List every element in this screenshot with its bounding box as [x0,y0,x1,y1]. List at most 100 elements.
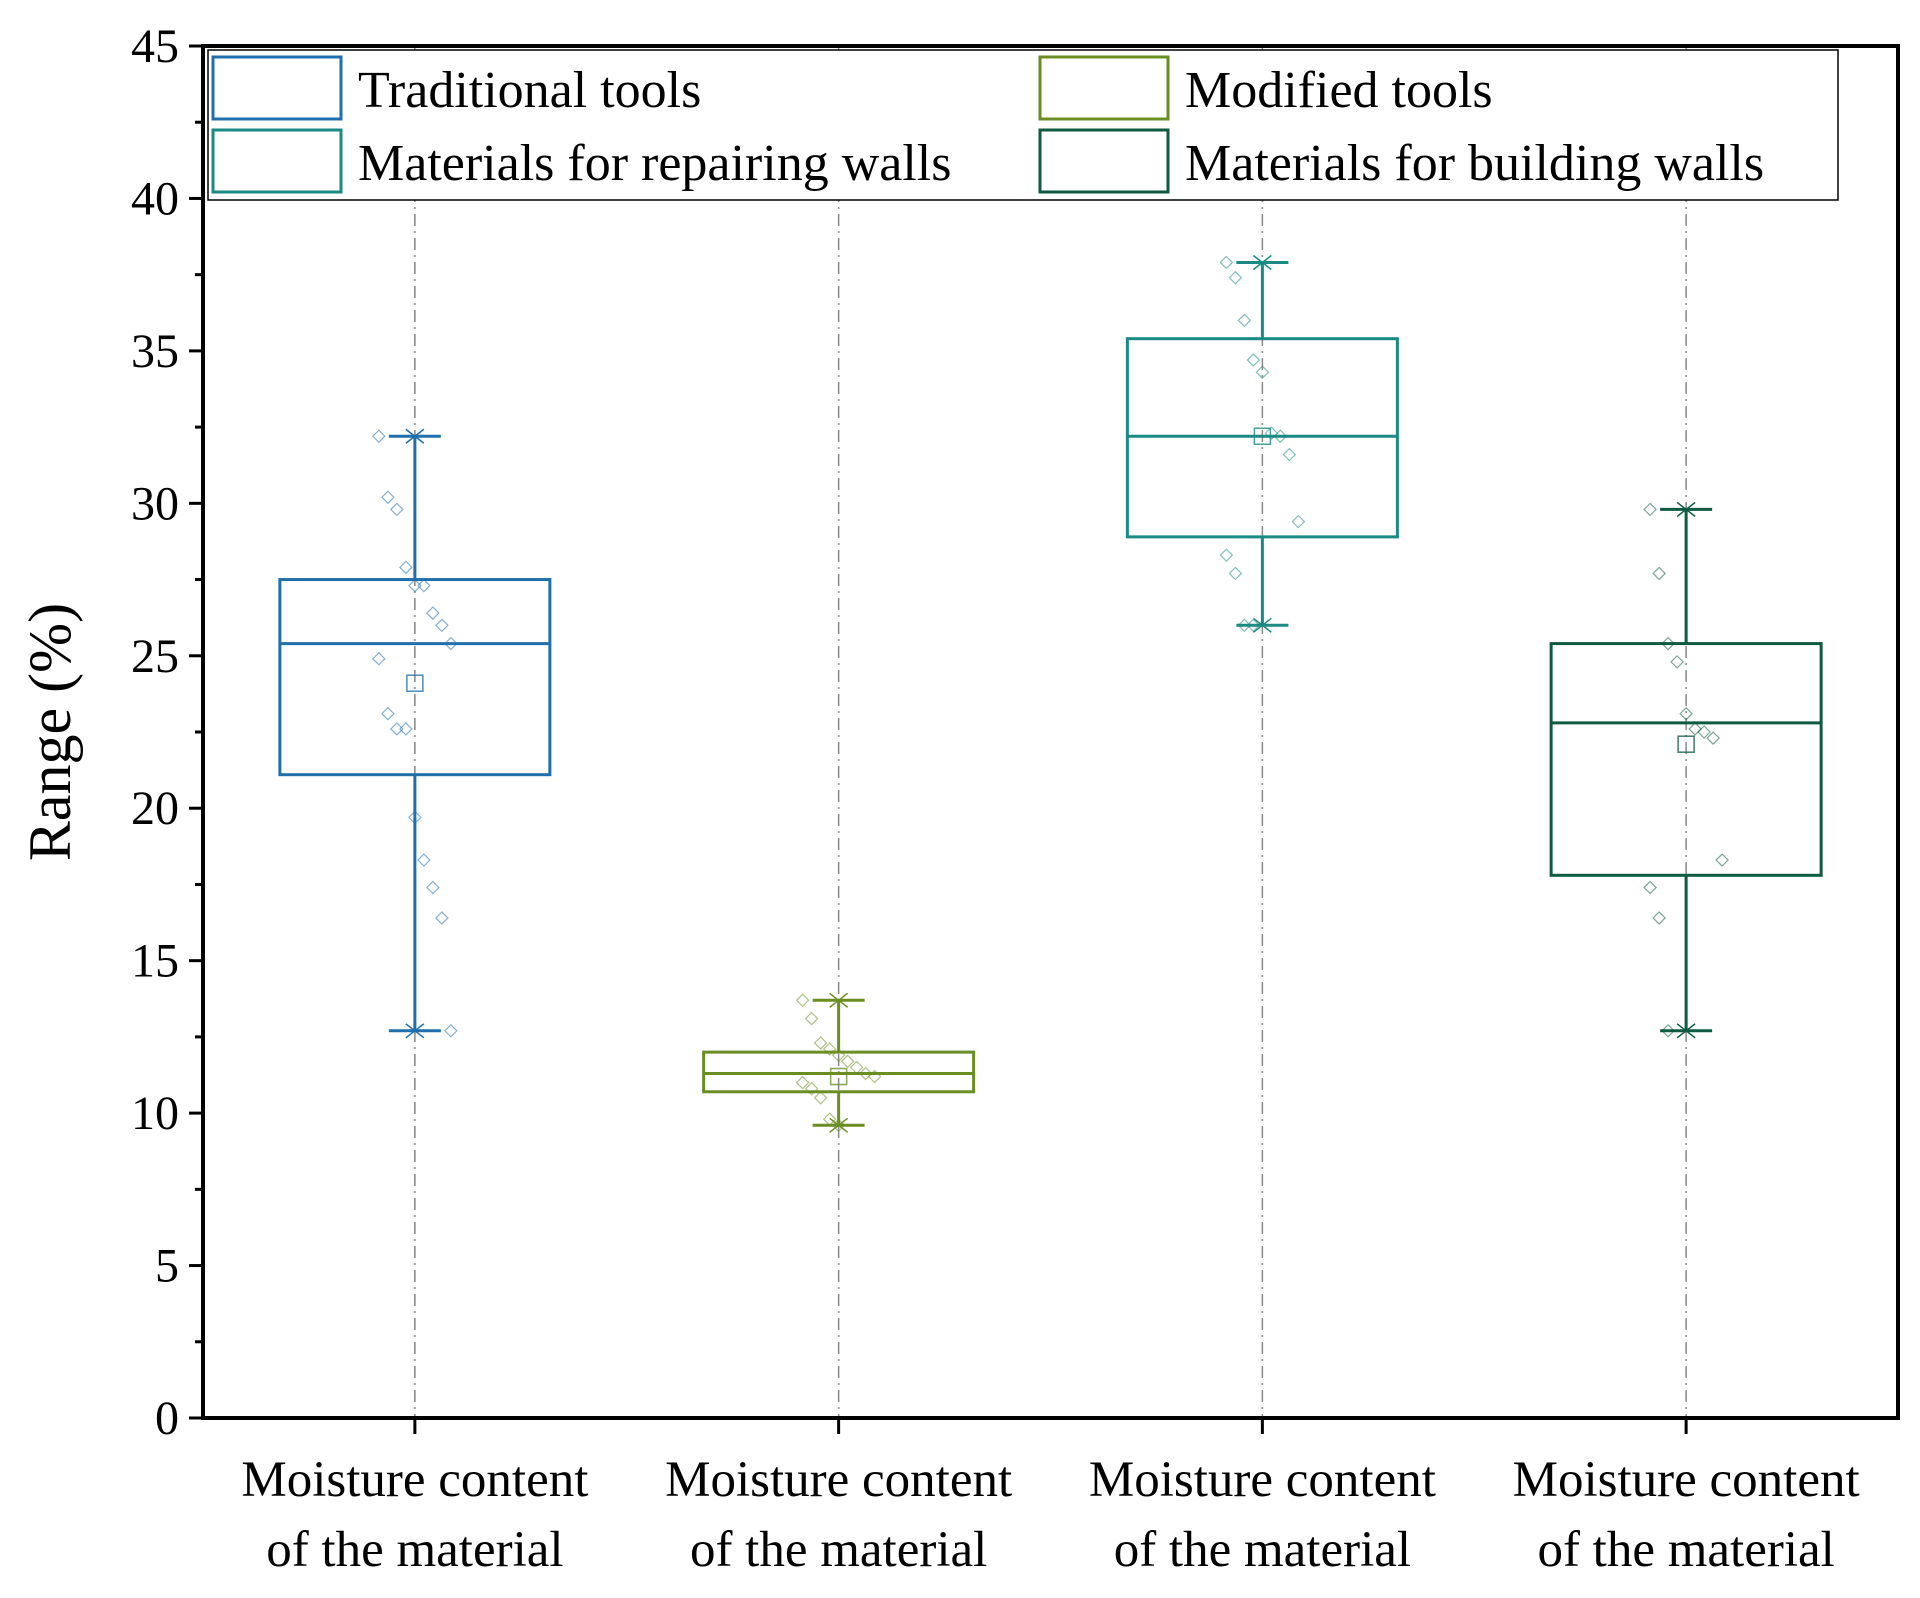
data-point [858,1066,873,1081]
extreme-marker [829,992,849,1008]
data-point [849,1060,864,1075]
box-series [278,428,552,1039]
mean-marker [1253,427,1272,446]
data-point [1237,313,1252,328]
data-point [372,651,386,666]
data-point [1688,722,1702,736]
legend: Traditional tools Modified toolsMaterials… [207,49,1839,201]
y-tick-label: 35 [131,325,179,378]
data-point [444,1023,458,1038]
data-point [1715,853,1729,867]
data-point [831,1118,846,1133]
data-point [867,1069,882,1084]
y-tick-label: 45 [131,20,179,73]
data-point [408,578,422,593]
data-point [804,1011,819,1026]
legend-label: Modified tools [1185,62,1493,119]
data-point [1228,566,1243,581]
y-tick-label: 30 [131,477,179,530]
data-point [381,706,395,721]
data-point [1264,426,1279,441]
data-point [1282,447,1297,462]
y-axis-label: Range (%) [17,603,83,861]
data-point [1652,911,1666,925]
extreme-marker [1676,501,1696,518]
box-series [1549,501,1823,1039]
data-point [426,606,440,620]
data-point [1652,566,1666,581]
data-point [390,502,404,517]
legend-swatch [1038,128,1170,194]
data-point [399,560,413,575]
legend-label: Materials for repairing walls [358,135,951,192]
legend-swatch [211,128,343,194]
category-gridlines [414,46,1687,1418]
data-point [822,1112,837,1127]
data-point [813,1091,828,1105]
mean-marker [406,674,424,692]
data-point [1219,548,1234,563]
legend-label: Materials for building walls [1185,135,1764,192]
y-tick-label: 25 [131,630,179,683]
data-point [1643,880,1657,895]
box-series [1125,254,1399,633]
iqr-box [1549,642,1823,877]
data-point [813,1036,828,1050]
data-point [399,722,413,736]
data-point [1643,502,1657,517]
data-point [417,853,431,867]
data-point [822,1042,837,1056]
mean-marker [829,1067,848,1086]
data-point [804,1081,819,1096]
data-point [1228,270,1243,285]
data-point [408,810,422,825]
data-point [1670,655,1684,669]
data-point [1237,618,1252,633]
data-point [1706,731,1720,745]
data-point [426,880,440,895]
box-plot-series [278,254,1823,1133]
plot-frame [201,44,1900,1420]
data-point [1246,618,1261,633]
extreme-marker [405,428,425,444]
y-tick-label: 10 [131,1087,179,1140]
extreme-marker [405,1023,425,1039]
data-point [795,993,810,1008]
y-tick-label: 0 [155,1392,179,1445]
data-point [1219,255,1234,270]
iqr-box [1125,337,1399,539]
legend-swatch [211,55,343,121]
data-point [381,490,395,505]
extreme-marker [1676,1023,1696,1039]
data-point [1697,725,1711,739]
legend-frame [207,49,1839,201]
data-point [435,911,449,925]
box-series [702,992,976,1133]
y-tick-label: 20 [131,782,179,835]
data-point [840,1054,855,1069]
legend-swatch [1038,55,1170,121]
y-tick-label: 40 [131,172,179,225]
data-point [390,722,404,736]
y-tick-label: 15 [131,935,179,988]
data-point [1661,636,1675,651]
data-point [435,618,449,633]
data-point [1679,706,1693,721]
data-point [417,578,431,593]
y-axis: 0 5 10 15 20 25 30 35 40 45 [131,20,203,1445]
data-point [1246,353,1261,367]
mean-marker [1677,735,1695,753]
y-tick-label: 5 [155,1240,179,1293]
data-point [831,1048,846,1063]
data-point [372,429,386,444]
data-point [1273,429,1288,444]
data-point [1255,365,1270,380]
legend-label: Traditional tools [358,62,701,119]
data-point [1661,1023,1675,1038]
